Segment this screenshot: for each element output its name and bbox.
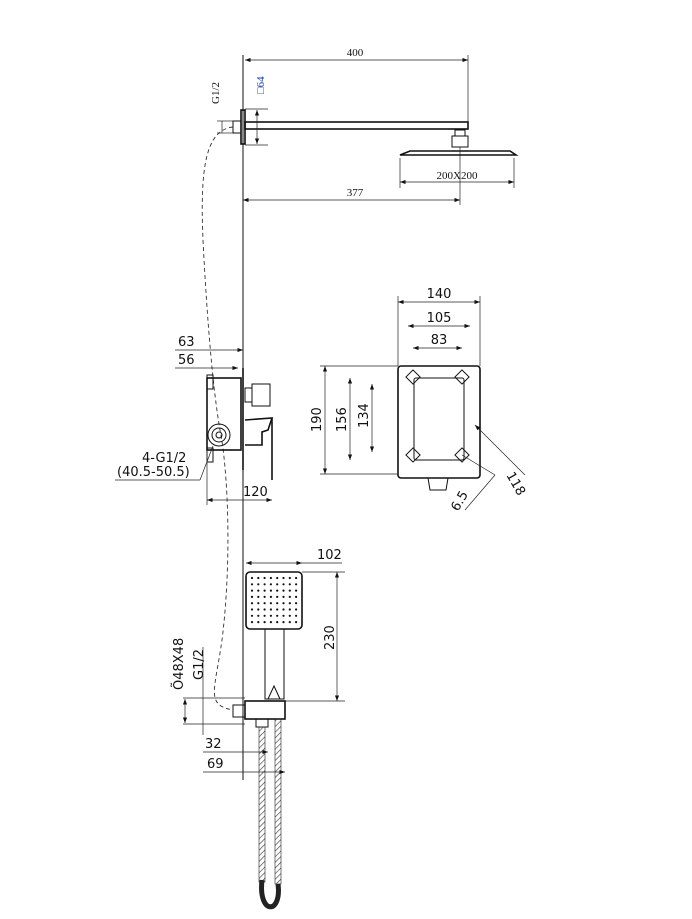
spray-hole bbox=[257, 602, 260, 605]
dim-69-label: 69 bbox=[207, 757, 224, 772]
spray-hole bbox=[282, 621, 285, 624]
spray-hole bbox=[269, 614, 272, 617]
flange-size-label: □64 bbox=[255, 76, 267, 94]
arm-length-label: 400 bbox=[347, 47, 364, 59]
spray-hole bbox=[263, 595, 266, 599]
spray-hole bbox=[250, 583, 254, 586]
arm-thread-label: G1/2 bbox=[210, 82, 222, 104]
spray-hole bbox=[276, 614, 279, 617]
spray-hole bbox=[288, 583, 291, 586]
spray-hole bbox=[288, 595, 291, 599]
spray-hole bbox=[257, 621, 260, 624]
head-size-label: 200X200 bbox=[437, 170, 478, 182]
spray-hole bbox=[282, 608, 285, 611]
spray-hole bbox=[263, 621, 266, 624]
spray-hole bbox=[263, 614, 266, 617]
spray-hole bbox=[288, 614, 291, 617]
spray-hole bbox=[257, 614, 260, 617]
spray-hole bbox=[250, 589, 254, 592]
spray-hole bbox=[257, 583, 260, 586]
dim-32-label: 32 bbox=[205, 737, 222, 752]
spray-hole bbox=[295, 621, 298, 624]
spray-hole bbox=[263, 576, 266, 580]
ports-label: 4-G1/2 bbox=[142, 451, 186, 466]
outlet-thread-label: G1/2 bbox=[192, 649, 207, 680]
hand-width-label: 102 bbox=[317, 548, 342, 563]
depth-range-label: (40.5-50.5) bbox=[117, 465, 190, 480]
spray-hole bbox=[276, 621, 279, 624]
spray-hole bbox=[295, 602, 298, 605]
cover-plate-view: 140 105 83 190 156 134 118 6.5 bbox=[310, 287, 528, 514]
plate-height-190: 190 bbox=[310, 407, 325, 432]
spray-hole bbox=[269, 583, 272, 586]
outlet-size-label: Õ48X48 bbox=[171, 638, 187, 690]
spray-hole bbox=[269, 608, 272, 611]
spray-hole bbox=[288, 621, 291, 624]
spray-hole bbox=[263, 589, 266, 592]
spray-hole bbox=[295, 595, 298, 599]
spray-hole bbox=[250, 608, 254, 611]
projection-label: 377 bbox=[347, 187, 364, 199]
plate-width-83: 83 bbox=[431, 333, 448, 348]
spray-hole bbox=[282, 589, 285, 592]
spray-hole bbox=[269, 576, 272, 580]
spray-hole bbox=[295, 576, 298, 580]
concealed-pipe bbox=[201, 126, 234, 711]
spray-hole bbox=[263, 608, 266, 611]
spray-hole bbox=[269, 595, 272, 599]
spray-hole bbox=[250, 621, 254, 624]
spray-hole bbox=[276, 595, 279, 599]
spray-hole bbox=[276, 576, 279, 580]
spray-hole bbox=[257, 576, 260, 580]
spray-hole bbox=[288, 602, 291, 605]
dim-56-label: 56 bbox=[178, 353, 195, 368]
spray-hole bbox=[269, 602, 272, 605]
dim-120-label: 120 bbox=[243, 485, 268, 500]
spray-hole bbox=[257, 595, 260, 599]
spray-hole bbox=[269, 621, 272, 624]
plate-height-134: 134 bbox=[357, 403, 372, 428]
spray-hole bbox=[263, 583, 266, 586]
spray-hole bbox=[282, 583, 285, 586]
hand-shower-view: 102 230 Õ48X48 G1/2 32 69 bbox=[171, 548, 345, 910]
spray-hole bbox=[257, 589, 260, 592]
spray-hole bbox=[250, 602, 254, 605]
spray-hole bbox=[250, 595, 254, 599]
spray-hole bbox=[263, 602, 266, 605]
spray-hole bbox=[282, 576, 285, 580]
spray-hole bbox=[276, 608, 279, 611]
spray-hole bbox=[257, 608, 260, 611]
hand-length-label: 230 bbox=[323, 625, 338, 650]
spray-hole bbox=[282, 595, 285, 599]
spray-hole bbox=[269, 589, 272, 592]
spray-hole bbox=[295, 608, 298, 611]
spray-hole bbox=[288, 589, 291, 592]
spray-hole bbox=[276, 602, 279, 605]
shower-arm-view: 400 □64 G1/2 200X200 377 bbox=[210, 47, 519, 205]
plate-width-105: 105 bbox=[427, 311, 452, 326]
dim-63-label: 63 bbox=[178, 335, 195, 350]
spray-hole bbox=[295, 583, 298, 586]
spray-hole bbox=[288, 576, 291, 580]
spray-hole bbox=[250, 614, 254, 617]
spray-hole bbox=[282, 614, 285, 617]
plate-height-156: 156 bbox=[335, 407, 350, 432]
valve-view: 63 56 4-G1/2 (40.5-50.5) 120 bbox=[115, 335, 274, 505]
spray-hole bbox=[276, 589, 279, 592]
spray-hole bbox=[282, 602, 285, 605]
spray-hole bbox=[295, 589, 298, 592]
spray-hole bbox=[295, 614, 298, 617]
spray-hole bbox=[250, 576, 254, 580]
spray-hole bbox=[288, 608, 291, 611]
hole-6-5-label: 6.5 bbox=[448, 489, 471, 514]
plate-width-140: 140 bbox=[427, 287, 452, 302]
spray-hole bbox=[276, 583, 279, 586]
